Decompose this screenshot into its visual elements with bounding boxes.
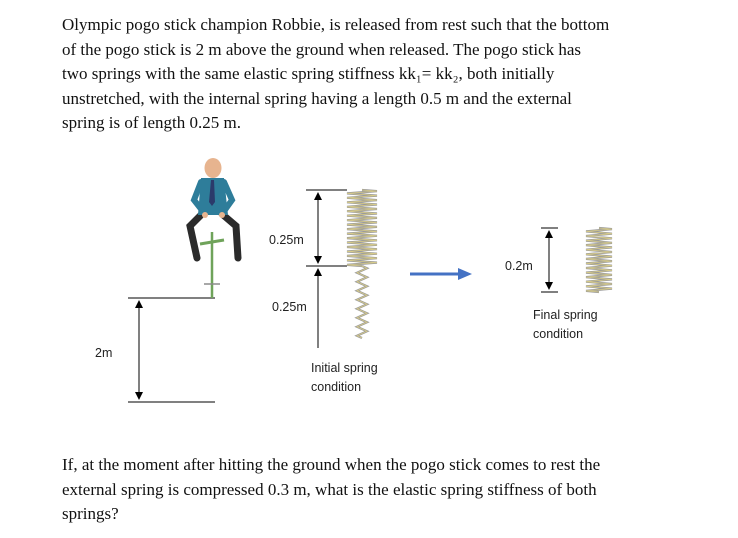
final-caption-line: condition: [533, 327, 584, 341]
final-caption-line: Final spring: [533, 308, 598, 322]
question-statement: If, at the moment after hitting the grou…: [62, 453, 702, 527]
problem-line: Olympic pogo stick champion Robbie, is r…: [62, 15, 610, 34]
initial-spring-caption: Initial spring condition: [311, 359, 378, 397]
problem-line: spring is of length 0.25 m.: [62, 113, 241, 132]
initial-spring-dimension: [306, 189, 347, 348]
final-length-label: 0.2m: [505, 259, 533, 273]
drop-height-dimension: [128, 297, 215, 403]
initial-caption-line: Initial spring: [311, 361, 378, 375]
question-line: external spring is compressed 0.3 m, wha…: [62, 479, 597, 499]
problem-line: unstretched, with the internal spring ha…: [62, 88, 572, 108]
coil-spring-icon: [346, 188, 378, 268]
pogo-jumper-figure: [186, 158, 242, 298]
problem-line: of the pogo stick is 2 m above the groun…: [62, 39, 582, 59]
drop-height-label: 2m: [95, 346, 113, 360]
problem-statement: Olympic pogo stick champion Robbie, is r…: [62, 13, 702, 136]
question-line: springs?: [62, 504, 119, 523]
final-spring-caption: Final spring condition: [533, 306, 598, 344]
final-spring-dimension: [541, 227, 558, 293]
lower-spring-length-label: 0.25m: [272, 300, 307, 314]
right-arrow-icon: [410, 268, 472, 280]
problem-line: two springs with the same elastic spring…: [62, 64, 555, 83]
initial-caption-line: condition: [311, 380, 362, 394]
question-line: If, at the moment after hitting the grou…: [62, 455, 601, 474]
upper-spring-length-label: 0.25m: [269, 233, 304, 247]
coil-spring-icon: [585, 226, 613, 294]
coil-spring-icon: [354, 265, 370, 340]
